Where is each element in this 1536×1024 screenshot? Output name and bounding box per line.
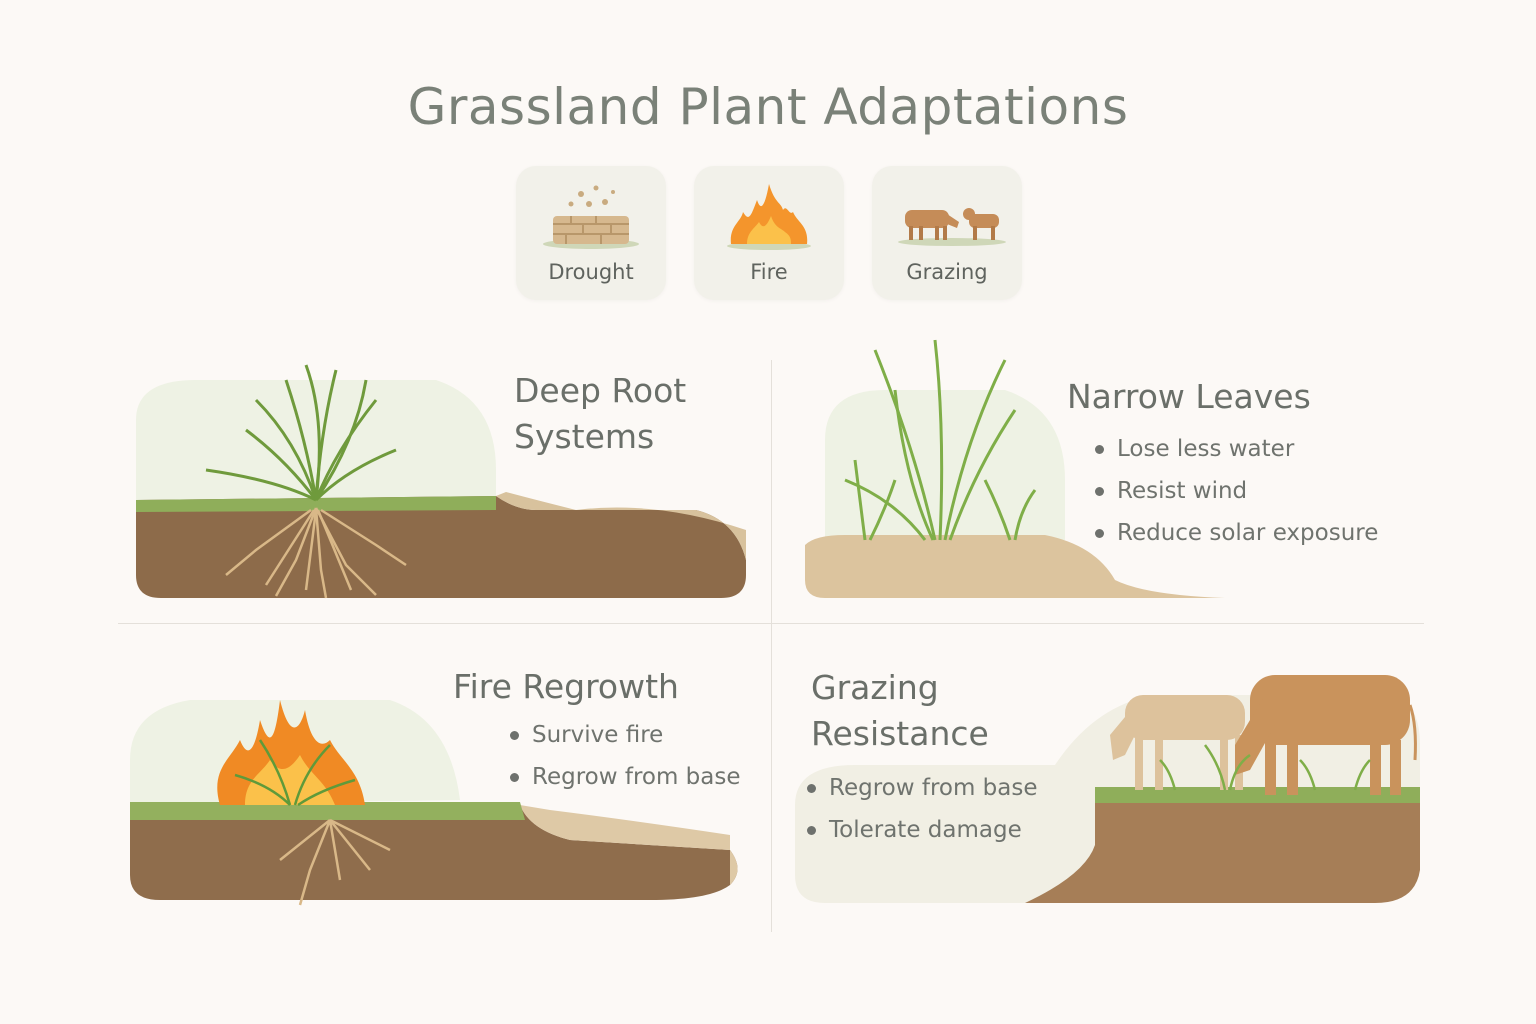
bullet-item: Regrow from base [805, 767, 1038, 809]
bullet-item: Reduce solar exposure [1093, 512, 1378, 554]
cracked-earth-icon [543, 185, 639, 249]
panel-title-line1: Deep Root [514, 371, 687, 410]
cattle-icon [898, 208, 1006, 246]
panel-title-line2: Systems [514, 417, 655, 456]
threat-label: Drought [548, 260, 634, 284]
panel-fire-regrowth: Fire Regrowth Survive fire Regrow from b… [130, 660, 770, 910]
flame-icon [727, 184, 811, 250]
panel-title: Fire Regrowth [453, 667, 679, 706]
bullet-item: Survive fire [508, 714, 741, 756]
threat-label: Fire [750, 260, 788, 284]
cattle-grazing-illustration [795, 675, 1420, 903]
page-title: Grassland Plant Adaptations [407, 78, 1129, 136]
panel-title-line1: Grazing [811, 668, 939, 707]
threat-card-grazing[interactable]: Grazing [872, 166, 1022, 300]
bullet-item: Regrow from base [508, 756, 741, 798]
horizontal-divider [118, 623, 1424, 624]
panel-title: Narrow Leaves [1067, 377, 1311, 416]
panel-deep-root-systems: Deep Root Systems [136, 360, 756, 605]
bullet-list: Lose less water Resist wind Reduce solar… [1093, 428, 1378, 554]
bullet-item: Lose less water [1093, 428, 1378, 470]
bullet-list: Regrow from base Tolerate damage [805, 767, 1038, 851]
vertical-divider [771, 360, 772, 932]
bullet-list: Survive fire Regrow from base [508, 714, 741, 798]
panel-grazing-resistance: Grazing Resistance Regrow from base Tole… [795, 665, 1425, 910]
panel-title-line2: Resistance [811, 714, 989, 753]
threat-card-fire[interactable]: Fire [694, 166, 844, 300]
threat-label: Grazing [906, 260, 988, 284]
bullet-item: Tolerate damage [805, 809, 1038, 851]
narrow-leaf-grass-illustration [805, 339, 1225, 598]
bullet-item: Resist wind [1093, 470, 1378, 512]
burning-grass-illustration [130, 700, 738, 906]
threat-cards: Drought Fire Grazing [516, 166, 1022, 300]
panel-narrow-leaves: Narrow Leaves Lose less water Resist win… [805, 330, 1405, 600]
grass-with-deep-roots-illustration [136, 364, 746, 599]
threat-card-drought[interactable]: Drought [516, 166, 666, 300]
